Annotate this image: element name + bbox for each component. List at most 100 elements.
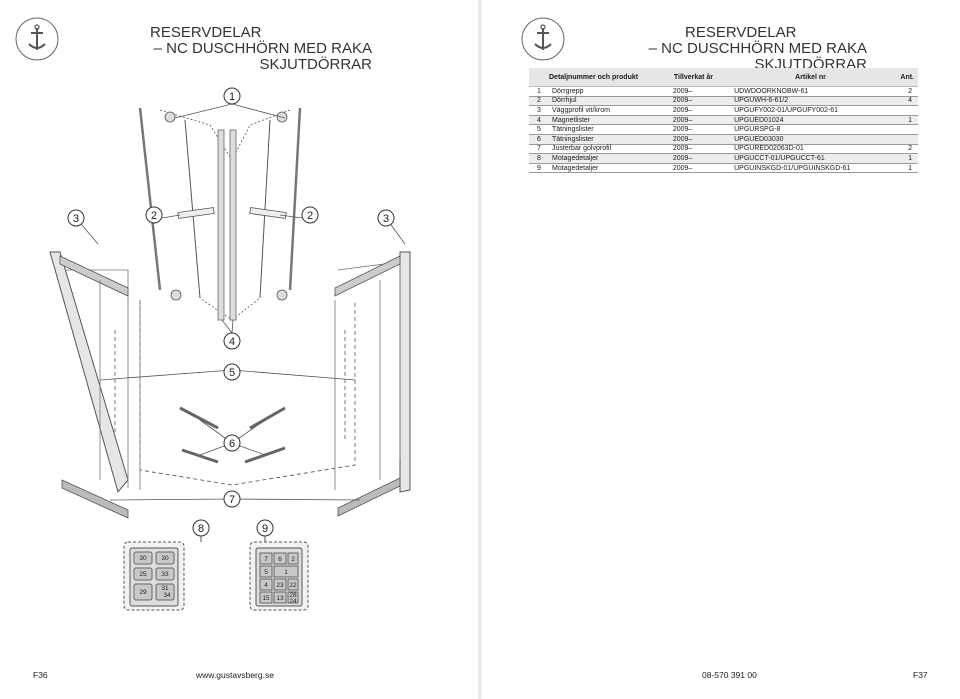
callout-3-left-label: 3 xyxy=(73,213,79,225)
callout-7: 7 xyxy=(223,490,241,508)
row-article: UPGUWH-6-61/2 xyxy=(731,96,890,107)
page-gutter xyxy=(478,0,482,699)
kit9-label-4: 1 xyxy=(284,569,288,576)
wall-profile-right xyxy=(399,251,411,493)
row-year: 2009– xyxy=(669,86,732,97)
seal-left-lower xyxy=(181,448,219,464)
kit9-label-0: 7 xyxy=(264,556,268,563)
row-qty: 1 xyxy=(889,153,918,164)
right-door-frame xyxy=(334,280,381,490)
kit9-label-6: 23 xyxy=(276,582,284,589)
row-article: UPGURED02063D-01 xyxy=(731,144,890,155)
kit8-label-0: 30 xyxy=(139,555,147,562)
row-article: UDWDOORKNOBW-61 xyxy=(731,86,890,97)
row-qty xyxy=(889,134,918,145)
header-year: Tillverkat år xyxy=(669,68,732,87)
leader-4 xyxy=(221,319,234,334)
dashed-outline xyxy=(139,300,356,486)
right-page-title: RESERVDELAR – NC DUSCHHÖRN MED RAKA SKJU… xyxy=(560,25,867,73)
row-year: 2009– xyxy=(669,96,732,107)
row-year: 2009– xyxy=(669,144,732,155)
left-door-left xyxy=(138,107,162,291)
callout-1-label: 1 xyxy=(229,91,235,103)
row-article: UPGUINSKGD-01/UPGUINSKGD-61 xyxy=(731,163,890,174)
magnet-strip-right xyxy=(229,129,237,321)
right-title-line1: RESERVDELAR xyxy=(685,24,797,41)
row-year: 2009– xyxy=(669,124,732,135)
leader-3 xyxy=(75,217,406,245)
row-name: Motagedetaljer xyxy=(549,163,670,174)
kit9-label-5: 4 xyxy=(264,582,268,589)
row-num: 2 xyxy=(529,96,549,107)
magnet-strip-left xyxy=(217,129,225,321)
row-name: Dörrgrepp xyxy=(549,86,670,97)
callout-5: 5 xyxy=(223,363,241,381)
row-year: 2009– xyxy=(669,153,732,164)
kit9-label-2: 2 xyxy=(291,556,295,563)
seal-right-upper xyxy=(249,406,286,430)
top-rail-left xyxy=(59,255,129,297)
row-qty: 4 xyxy=(889,96,918,107)
right-page-number: F37 xyxy=(913,670,928,680)
row-num: 3 xyxy=(529,105,549,116)
row-article: UPGUFY002-01/UPGUFY002-61 xyxy=(731,105,890,116)
kit9-label-9: 13 xyxy=(276,595,284,602)
row-num: 9 xyxy=(529,163,549,174)
row-qty xyxy=(889,124,918,135)
leader-1 xyxy=(174,103,286,119)
kit8-label-4: 29 xyxy=(139,589,147,596)
hardware-kit-9: 7 6 2 5 1 4 23 22 15 13 28 24 xyxy=(249,536,309,611)
row-article: UPGURSPG-8 xyxy=(731,124,890,135)
callout-7-label: 7 xyxy=(229,494,235,506)
row-qty xyxy=(889,105,918,116)
hinge-bl xyxy=(170,289,182,301)
kit9-label-8: 15 xyxy=(262,595,270,602)
leader-6 xyxy=(199,419,266,456)
hinge-br xyxy=(276,289,288,301)
row-article: UPGUED01024 xyxy=(731,115,890,126)
row-qty: 2 xyxy=(889,86,918,97)
callout-9: 9 xyxy=(256,519,274,537)
kit8-label-2: 25 xyxy=(139,571,147,578)
callout-6-label: 6 xyxy=(229,438,235,450)
row-qty: 1 xyxy=(889,163,918,174)
kit9-label-10: 28 xyxy=(289,592,297,599)
kit8-label-1: 30 xyxy=(161,555,169,562)
floor-profile-left xyxy=(61,479,129,519)
seal-left-upper xyxy=(179,406,219,430)
row-name: Justerbar golvprofil xyxy=(549,144,670,155)
floor-profile-right xyxy=(337,477,401,517)
callout-9-label: 9 xyxy=(262,523,268,535)
left-page-title: RESERVDELAR – NC DUSCHHÖRN MED RAKA SKJU… xyxy=(60,25,372,73)
parts-table: Detaljnummer och produkt Tillverkat år A… xyxy=(529,68,918,174)
leader-7 xyxy=(109,498,361,501)
callout-6: 6 xyxy=(223,434,241,452)
row-name: Motagedetaljer xyxy=(549,153,670,164)
kit9-label-7: 22 xyxy=(289,582,297,589)
right-door-left xyxy=(259,119,271,299)
left-door-right xyxy=(184,119,201,299)
gustavsberg-logo-left xyxy=(15,17,59,61)
callout-3-left: 3 xyxy=(67,209,85,227)
leader-5 xyxy=(99,369,356,381)
header-part: Detaljnummer och produkt xyxy=(529,68,670,87)
callout-2-right: 2 xyxy=(301,206,319,224)
row-name: Tätningslister xyxy=(549,124,670,135)
right-door-glass xyxy=(231,109,291,321)
wall-profile-right-inner xyxy=(337,261,401,460)
row-qty: 1 xyxy=(889,115,918,126)
row-num: 8 xyxy=(529,153,549,164)
website-link[interactable]: www.gustavsberg.se xyxy=(196,670,274,680)
callout-2-left: 2 xyxy=(145,206,163,224)
row-num: 7 xyxy=(529,144,549,155)
row-num: 4 xyxy=(529,115,549,126)
callout-3-right: 3 xyxy=(377,209,395,227)
